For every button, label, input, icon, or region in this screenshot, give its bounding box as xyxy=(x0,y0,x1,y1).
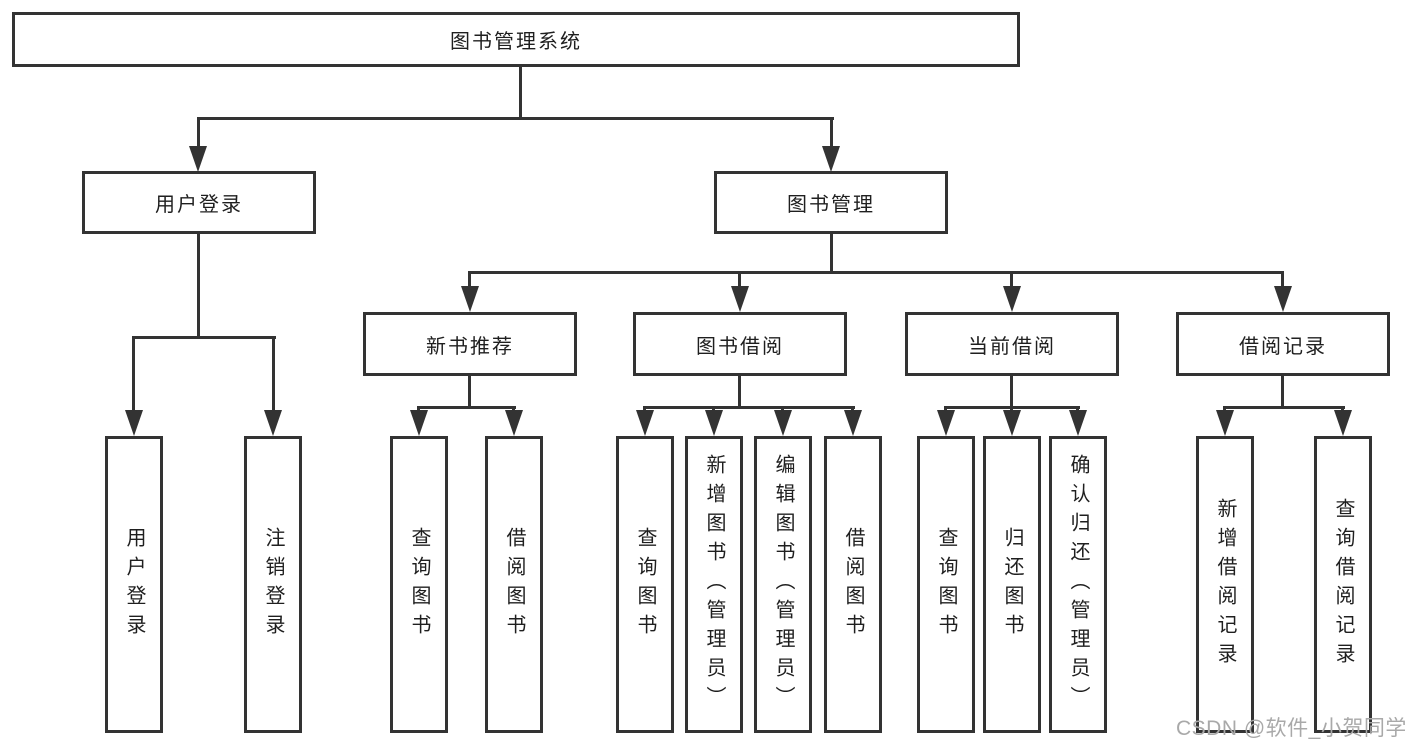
connector xyxy=(468,271,1284,274)
node-current-borrow: 当前借阅 xyxy=(905,312,1119,376)
arrowhead xyxy=(1003,410,1021,436)
arrowhead xyxy=(264,410,282,436)
node-root: 图书管理系统 xyxy=(12,12,1020,67)
connector xyxy=(132,336,135,410)
connector xyxy=(643,406,646,412)
node-borrow-records: 借阅记录 xyxy=(1176,312,1390,376)
leaf-query-books-current: 查询图书 xyxy=(917,436,975,733)
node-label: 用户登录 xyxy=(123,526,145,643)
node-label: 用户登录 xyxy=(155,194,243,216)
leaf-edit-books-admin: 编辑图书（管理员） xyxy=(754,436,812,733)
node-user-login: 用户登录 xyxy=(82,171,316,234)
connector xyxy=(1010,376,1013,407)
leaf-user-login: 用户登录 xyxy=(105,436,163,733)
node-new-book-recommend: 新书推荐 xyxy=(363,312,577,376)
connector xyxy=(1341,406,1344,412)
leaf-query-borrow-record: 查询借阅记录 xyxy=(1314,436,1372,733)
leaf-borrow-books-recommend: 借阅图书 xyxy=(485,436,543,733)
arrowhead xyxy=(1334,410,1352,436)
connector xyxy=(197,234,200,337)
node-label: 图书管理系统 xyxy=(450,31,582,53)
node-label: 借阅图书 xyxy=(842,526,864,643)
connector xyxy=(417,406,516,409)
node-label: 借阅记录 xyxy=(1239,335,1327,358)
connector xyxy=(738,271,741,287)
csdn-watermark: CSDN @软件_小贺同学 xyxy=(1176,717,1405,740)
arrowhead xyxy=(636,410,654,436)
node-label: 借阅图书 xyxy=(503,526,525,643)
connector xyxy=(830,117,833,147)
connector xyxy=(944,406,947,412)
node-label: 查询借阅记录 xyxy=(1332,497,1354,672)
arrowhead xyxy=(844,410,862,436)
arrowhead xyxy=(1274,286,1292,312)
arrowhead xyxy=(410,410,428,436)
node-label: 图书借阅 xyxy=(696,335,784,358)
connector xyxy=(851,406,854,412)
node-label: 查询图书 xyxy=(935,526,957,643)
connector xyxy=(781,406,784,412)
node-label: 查询图书 xyxy=(634,526,656,643)
node-label: 新增借阅记录 xyxy=(1214,497,1236,672)
connector xyxy=(197,117,200,147)
arrowhead xyxy=(1003,286,1021,312)
arrowhead xyxy=(461,286,479,312)
leaf-add-borrow-record: 新增借阅记录 xyxy=(1196,436,1254,733)
connector xyxy=(417,406,420,412)
connector xyxy=(1223,406,1226,412)
node-book-borrow: 图书借阅 xyxy=(633,312,847,376)
connector xyxy=(643,406,855,409)
connector xyxy=(1010,406,1013,412)
arrowhead xyxy=(189,146,207,172)
arrowhead xyxy=(731,286,749,312)
node-label: 注销登录 xyxy=(262,526,284,643)
node-label: 编辑图书（管理员） xyxy=(772,454,794,715)
node-label: 归还图书 xyxy=(1001,526,1023,643)
arrowhead xyxy=(822,146,840,172)
node-book-management: 图书管理 xyxy=(714,171,948,234)
leaf-logout: 注销登录 xyxy=(244,436,302,733)
arrowhead xyxy=(1069,410,1087,436)
connector xyxy=(1281,271,1284,287)
connector xyxy=(738,376,741,407)
connector xyxy=(712,406,715,412)
leaf-borrow-books: 借阅图书 xyxy=(824,436,882,733)
arrowhead xyxy=(937,410,955,436)
arrowhead xyxy=(774,410,792,436)
node-label: 新书推荐 xyxy=(426,335,514,358)
connector xyxy=(197,117,834,120)
leaf-return-books: 归还图书 xyxy=(983,436,1041,733)
connector xyxy=(468,376,471,407)
arrowhead xyxy=(505,410,523,436)
connector xyxy=(1281,376,1284,407)
node-label: 确认归还（管理员） xyxy=(1067,454,1089,715)
connector xyxy=(830,234,833,272)
connector xyxy=(468,271,471,287)
connector xyxy=(132,336,276,339)
arrowhead xyxy=(1216,410,1234,436)
connector xyxy=(1010,271,1013,287)
connector xyxy=(272,336,275,410)
node-label: 图书管理 xyxy=(787,194,875,216)
node-label: 查询图书 xyxy=(408,526,430,643)
leaf-add-books-admin: 新增图书（管理员） xyxy=(685,436,743,733)
leaf-query-books-recommend: 查询图书 xyxy=(390,436,448,733)
connector xyxy=(519,67,522,118)
connector xyxy=(1223,406,1345,409)
arrowhead xyxy=(705,410,723,436)
node-label: 新增图书（管理员） xyxy=(703,454,725,715)
connector xyxy=(1076,406,1079,412)
leaf-query-books-borrow: 查询图书 xyxy=(616,436,674,733)
leaf-confirm-return-admin: 确认归还（管理员） xyxy=(1049,436,1107,733)
arrowhead xyxy=(125,410,143,436)
node-label: 当前借阅 xyxy=(968,335,1056,358)
connector xyxy=(512,406,515,412)
